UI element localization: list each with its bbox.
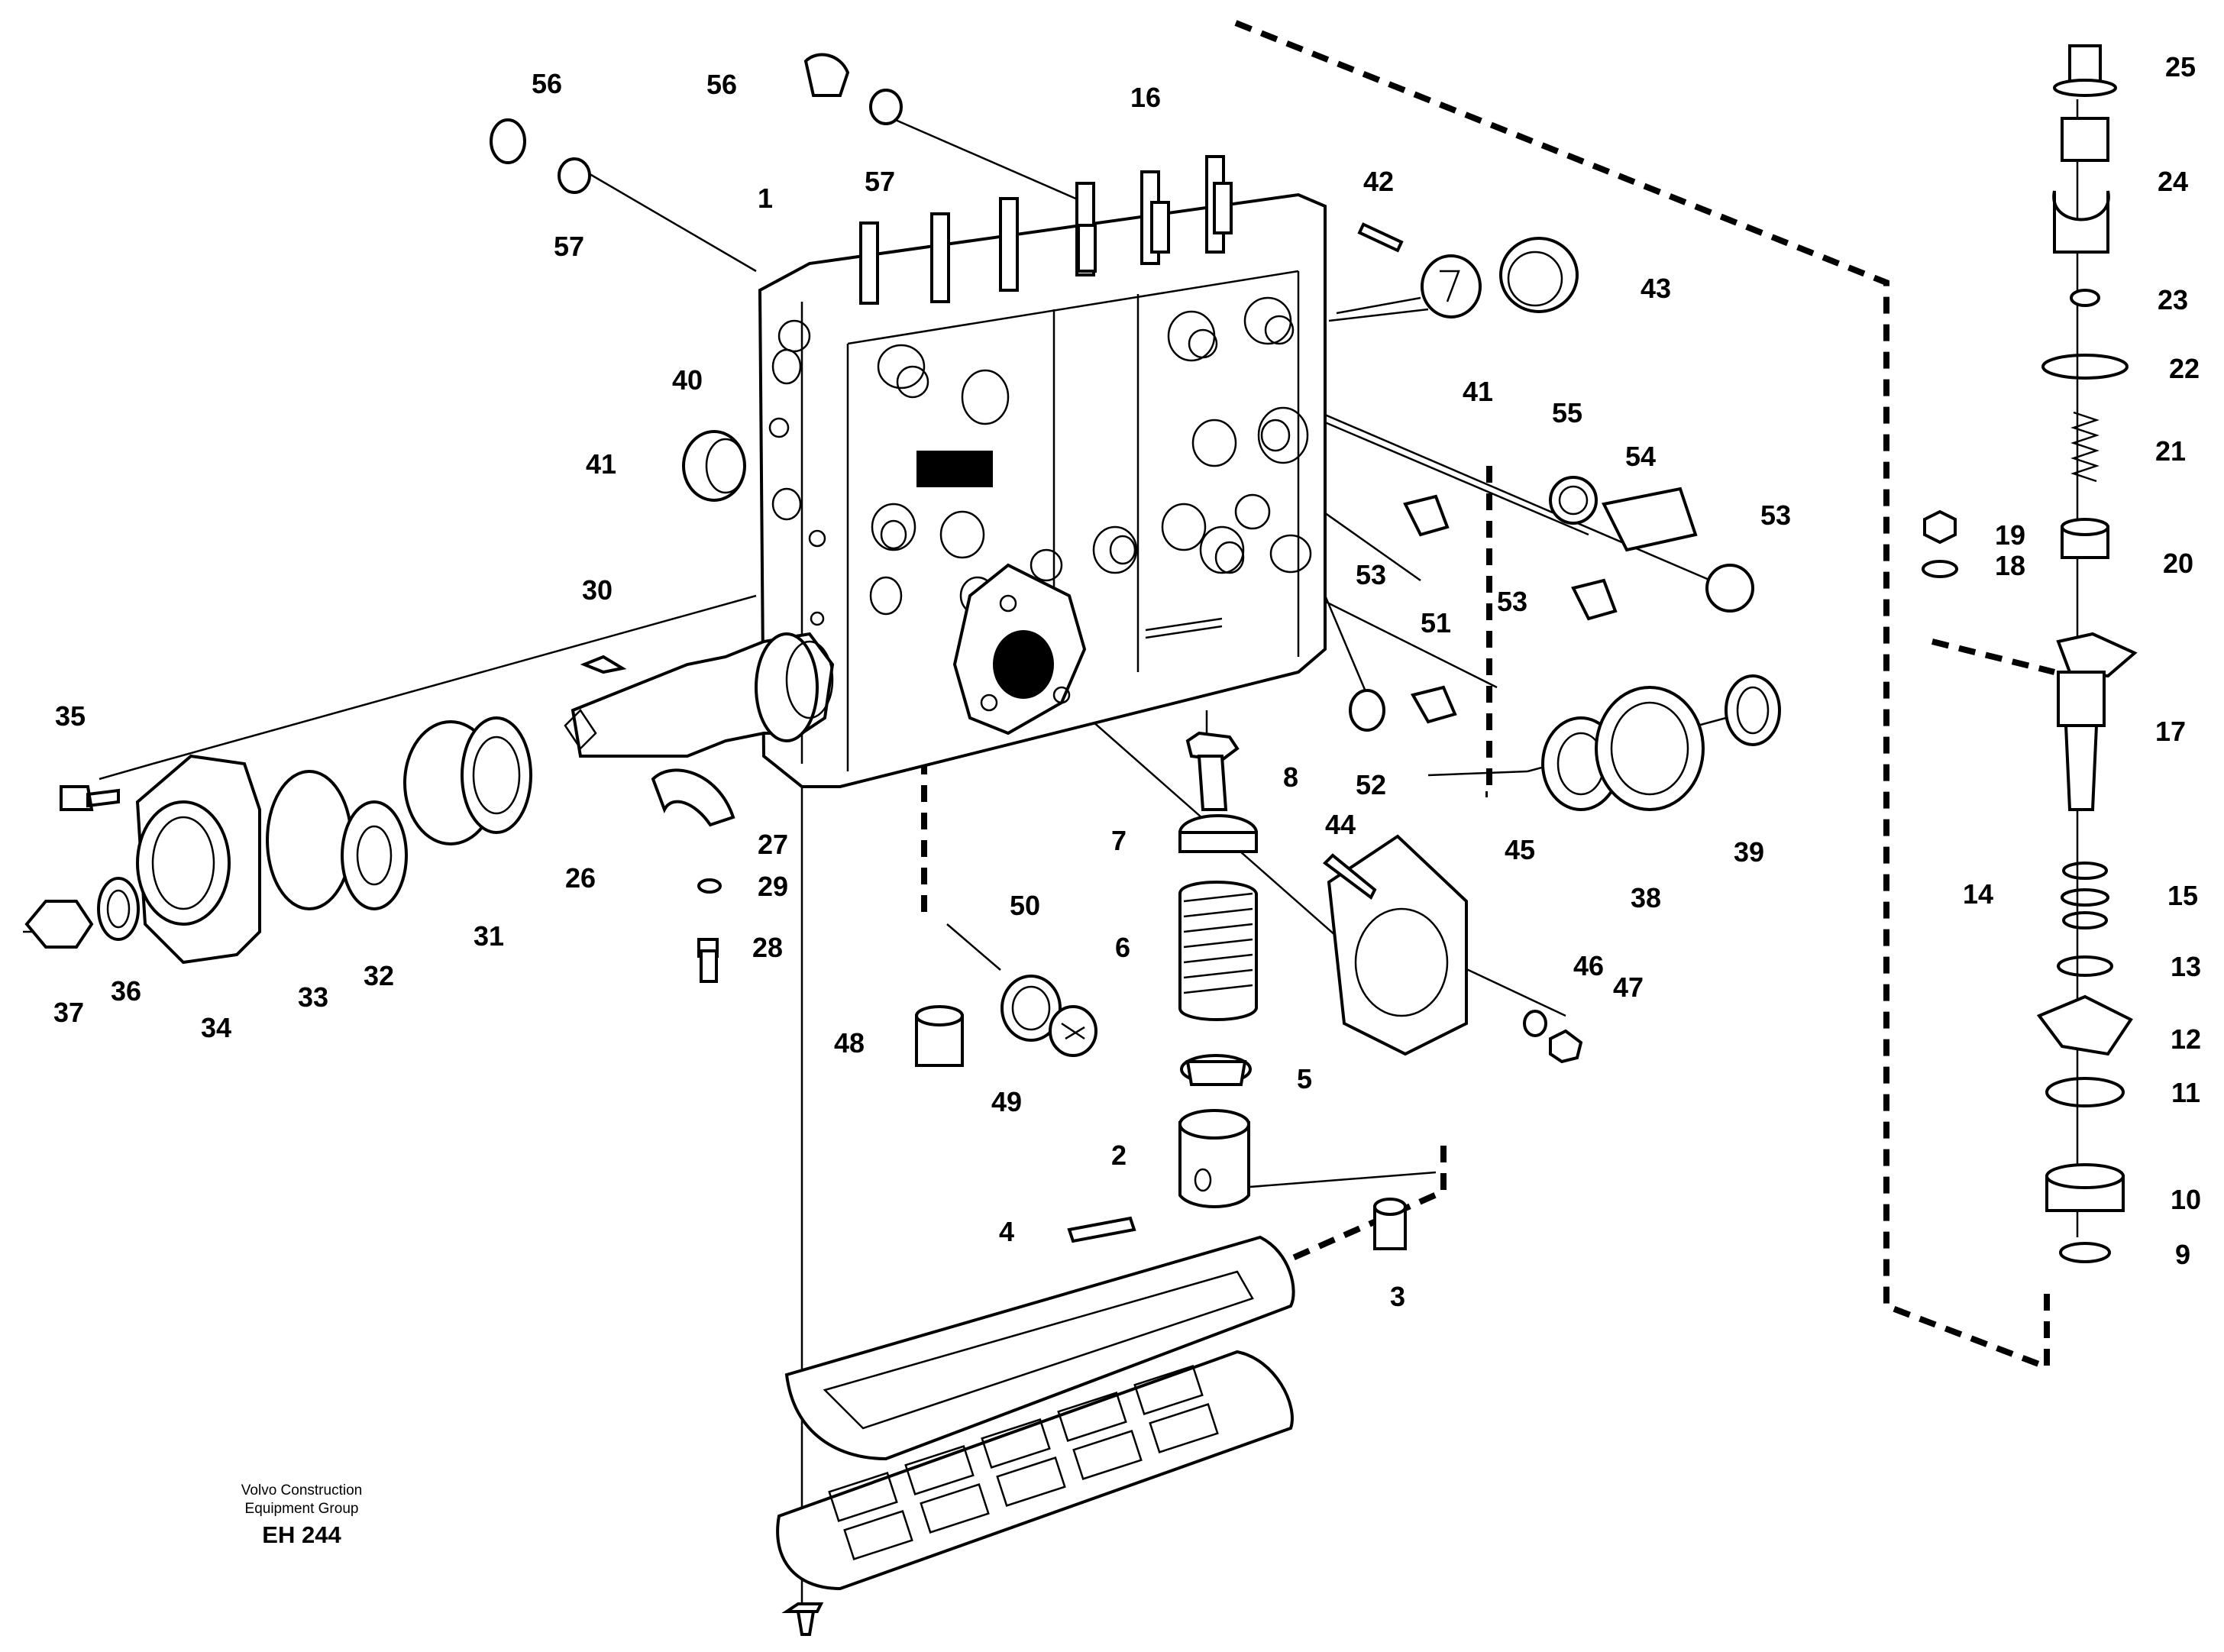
callout-9: 9 <box>2175 1239 2190 1270</box>
center-column-parts <box>915 731 1583 1250</box>
callout-37: 37 <box>53 997 84 1028</box>
callout-1: 1 <box>758 183 773 214</box>
callout-48: 48 <box>834 1027 865 1059</box>
callout-18: 18 <box>1995 550 2025 581</box>
callout-27: 27 <box>758 829 788 860</box>
left-plug-parts <box>490 53 903 502</box>
callout-21: 21 <box>2155 435 2186 467</box>
callout-7: 7 <box>1111 825 1127 856</box>
callout-57-left: 57 <box>554 231 584 262</box>
callout-56-top: 56 <box>706 69 737 100</box>
bottom-plates <box>776 1235 1295 1636</box>
callout-39: 39 <box>1734 836 1764 868</box>
callout-17: 17 <box>2155 716 2186 747</box>
callout-15: 15 <box>2167 880 2198 911</box>
callout-24: 24 <box>2158 166 2188 197</box>
callout-28: 28 <box>752 932 783 963</box>
callout-47: 47 <box>1613 971 1644 1003</box>
callout-6: 6 <box>1115 932 1130 963</box>
callout-33: 33 <box>298 981 328 1013</box>
callout-12: 12 <box>2171 1023 2201 1055</box>
callout-25: 25 <box>2165 51 2196 82</box>
callout-2: 2 <box>1111 1140 1127 1171</box>
callout-16: 16 <box>1130 82 1161 113</box>
callout-53-c: 53 <box>1760 499 1791 531</box>
callout-55: 55 <box>1552 397 1582 428</box>
callout-49: 49 <box>991 1086 1022 1117</box>
callout-50: 50 <box>1010 890 1040 921</box>
diagram-caption: Volvo Construction Equipment Group EH 24… <box>218 1482 386 1552</box>
callout-45: 45 <box>1505 834 1535 865</box>
caption-group: Equipment Group <box>244 1501 359 1517</box>
callout-11: 11 <box>2171 1077 2200 1108</box>
callout-23: 23 <box>2158 284 2188 315</box>
callout-4: 4 <box>999 1216 1014 1247</box>
callout-30: 30 <box>582 574 613 606</box>
callout-56-left: 56 <box>532 68 562 99</box>
callout-35: 35 <box>55 700 86 732</box>
callout-31: 31 <box>474 920 504 952</box>
callout-46: 46 <box>1573 950 1604 981</box>
right-of-housing-parts <box>1349 222 1781 811</box>
callout-51: 51 <box>1421 607 1451 638</box>
camshaft <box>564 632 835 758</box>
callout-36: 36 <box>111 975 141 1007</box>
callout-41-left: 41 <box>586 448 616 480</box>
caption-company: Volvo Construction <box>241 1482 363 1498</box>
callout-38: 38 <box>1631 882 1661 913</box>
callout-13: 13 <box>2171 951 2201 982</box>
callout-43: 43 <box>1641 273 1671 304</box>
callout-29: 29 <box>758 871 788 902</box>
callout-22: 22 <box>2169 353 2200 384</box>
callout-20: 20 <box>2163 548 2193 579</box>
callout-8: 8 <box>1283 761 1298 793</box>
left-parts <box>24 655 735 983</box>
top-studs <box>859 155 1233 305</box>
callout-54: 54 <box>1625 441 1656 472</box>
delivery-valve-column <box>1922 44 2138 1263</box>
callout-26: 26 <box>565 862 596 894</box>
callout-53-a: 53 <box>1356 559 1386 590</box>
callout-19: 19 <box>1995 519 2025 551</box>
callout-3: 3 <box>1390 1281 1405 1312</box>
callout-52: 52 <box>1356 769 1386 800</box>
callout-14: 14 <box>1963 878 1993 910</box>
caption-code: EH 244 <box>262 1521 341 1548</box>
cam-flange <box>952 563 1087 735</box>
pump-housing <box>758 192 1327 788</box>
callout-53-b: 53 <box>1497 586 1527 617</box>
callout-41-right: 41 <box>1463 376 1493 407</box>
callout-10: 10 <box>2171 1184 2201 1215</box>
callout-40: 40 <box>672 364 703 396</box>
callout-labels: 1 2 3 4 5 6 7 8 9 10 11 12 13 14 15 16 1… <box>53 51 2201 1312</box>
callout-57-top: 57 <box>865 166 895 197</box>
callout-42: 42 <box>1363 166 1394 197</box>
callout-32: 32 <box>364 960 394 991</box>
callout-34: 34 <box>201 1012 231 1043</box>
callout-5: 5 <box>1297 1063 1312 1094</box>
callout-44: 44 <box>1325 809 1356 840</box>
